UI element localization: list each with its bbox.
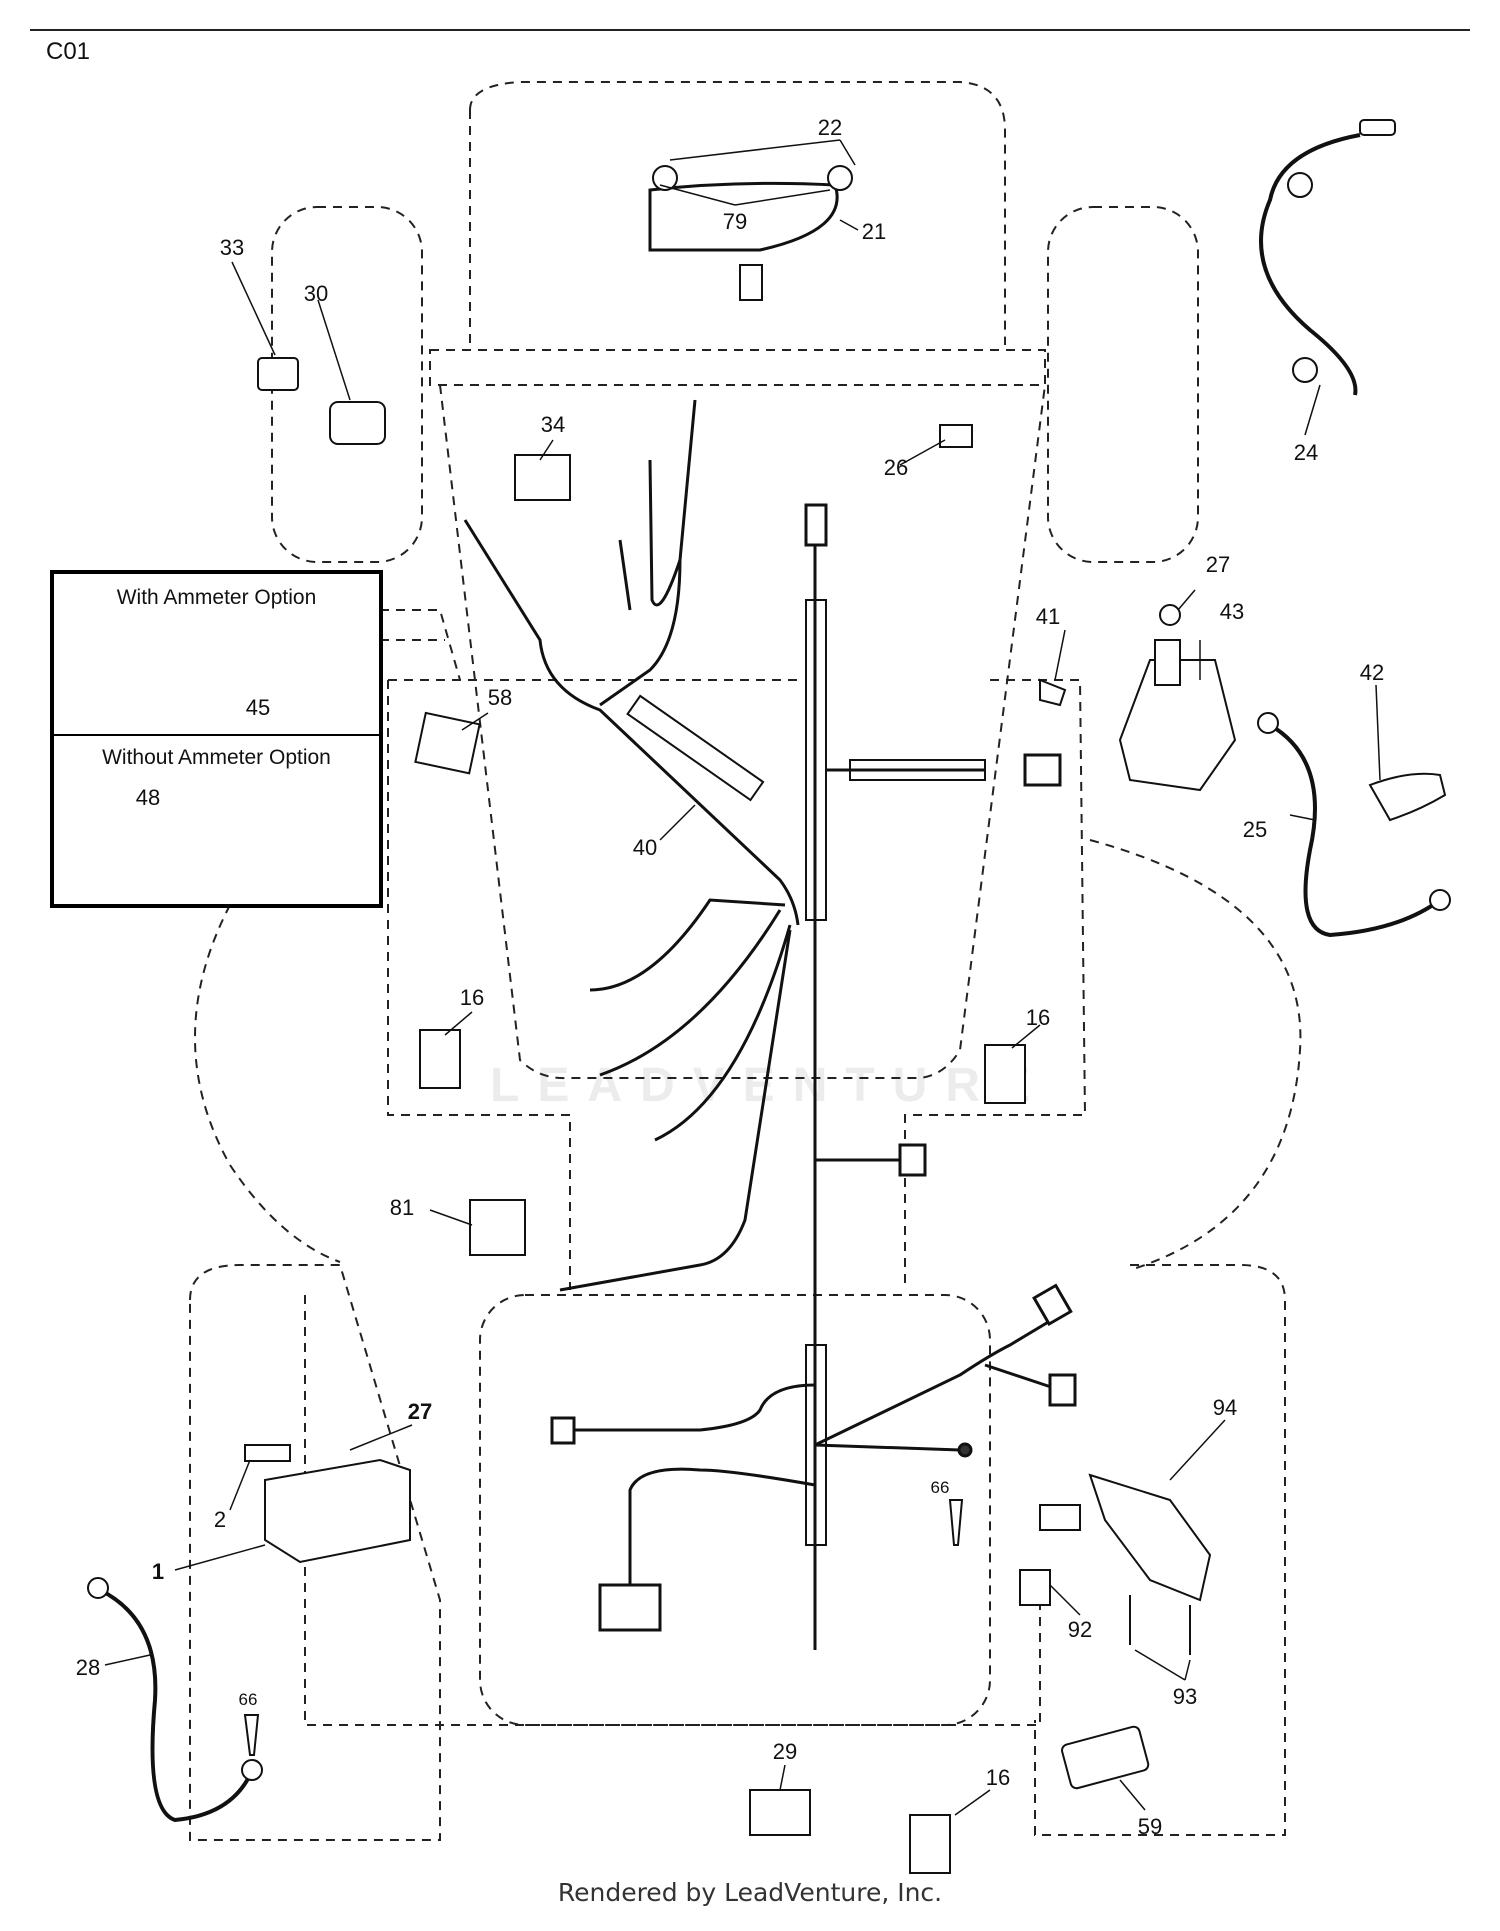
without-ammeter-heading: Without Ammeter Option bbox=[102, 746, 331, 769]
headlight-bulb-right bbox=[827, 165, 853, 191]
render-credit: Rendered by LeadVenture, Inc. bbox=[557, 1878, 943, 1907]
callout-2: 2 bbox=[213, 1507, 227, 1532]
callout-40: 40 bbox=[632, 835, 658, 860]
interlock-switch-left bbox=[419, 1029, 461, 1089]
ignition-switch bbox=[329, 401, 386, 445]
module bbox=[414, 711, 481, 775]
callout-16-left: 16 bbox=[459, 985, 485, 1010]
seat-switch bbox=[1088, 1473, 1212, 1602]
components bbox=[87, 119, 1451, 1874]
connector-right bbox=[1023, 753, 1062, 787]
screw-66-fender bbox=[243, 1714, 260, 1756]
left-front-wheel-outline bbox=[271, 206, 423, 563]
callout-48: 48 bbox=[135, 785, 161, 810]
callout-59: 59 bbox=[1137, 1814, 1163, 1839]
interlock-switch-right bbox=[984, 1044, 1026, 1104]
callout-94: 94 bbox=[1212, 1395, 1238, 1420]
bolt-41 bbox=[1039, 678, 1067, 707]
callout-26: 26 bbox=[883, 455, 909, 480]
leader-lines bbox=[104, 139, 1381, 1816]
pto-switch bbox=[749, 1789, 811, 1836]
callout-1: 1 bbox=[151, 1559, 165, 1584]
callout-79: 79 bbox=[722, 209, 748, 234]
callout-24: 24 bbox=[1293, 440, 1319, 465]
callout-41: 41 bbox=[1035, 604, 1061, 629]
relay bbox=[469, 1199, 526, 1256]
callout-81: 81 bbox=[389, 1195, 415, 1220]
cowl-outline bbox=[439, 384, 1046, 1080]
rocker-switch bbox=[514, 454, 571, 501]
plug-92 bbox=[1019, 1569, 1051, 1606]
callout-66-fender: 66 bbox=[238, 1690, 258, 1709]
left-fender-outline bbox=[194, 904, 341, 1263]
right-front-wheel-outline bbox=[1047, 206, 1199, 563]
callout-28: 28 bbox=[75, 1655, 101, 1680]
connector-92 bbox=[1039, 1504, 1081, 1531]
headlight-bulb-left bbox=[652, 165, 678, 191]
callout-25: 25 bbox=[1242, 817, 1268, 842]
interlock-switch-bottom bbox=[909, 1814, 951, 1874]
frame-outline bbox=[388, 679, 1087, 1290]
ignition-key bbox=[257, 357, 299, 391]
seat-outline bbox=[479, 1294, 991, 1726]
callout-16-right: 16 bbox=[1025, 1005, 1051, 1030]
battery bbox=[264, 1458, 411, 1564]
main-harness bbox=[463, 399, 1077, 1650]
right-rear-wheel-outline bbox=[1034, 1264, 1286, 1836]
with-ammeter-heading: With Ammeter Option bbox=[116, 586, 317, 609]
callout-34: 34 bbox=[540, 412, 566, 437]
callout-16-bottom: 16 bbox=[985, 1765, 1011, 1790]
watermark: LEADVENTURE bbox=[490, 1059, 1049, 1112]
ground-cable bbox=[1259, 133, 1361, 396]
ammeter-option-box: With Ammeter Option Without Ammeter Opti… bbox=[50, 570, 383, 908]
diode-module bbox=[1061, 1725, 1150, 1790]
callout-45: 45 bbox=[245, 695, 271, 720]
callout-30: 30 bbox=[303, 281, 329, 306]
callout-27-top: 27 bbox=[1205, 552, 1231, 577]
callout-93: 93 bbox=[1172, 1684, 1198, 1709]
callout-58: 58 bbox=[487, 685, 513, 710]
rear-deck-outline bbox=[304, 1295, 1041, 1726]
headlight-connector bbox=[739, 264, 763, 301]
callout-42: 42 bbox=[1359, 660, 1385, 685]
fuse bbox=[939, 424, 973, 448]
battery-bolt bbox=[244, 1444, 291, 1462]
callout-33: 33 bbox=[219, 235, 245, 260]
callout-22: 22 bbox=[817, 115, 843, 140]
hood-outline bbox=[469, 81, 1006, 345]
terminal-cover bbox=[1368, 772, 1447, 822]
screw-66-seat bbox=[948, 1499, 964, 1546]
nut bbox=[1159, 604, 1181, 626]
callout-29: 29 bbox=[772, 1739, 798, 1764]
callout-43: 43 bbox=[1219, 599, 1245, 624]
top-rule bbox=[30, 29, 1470, 31]
battery-cable bbox=[99, 1588, 252, 1823]
option-divider bbox=[54, 734, 379, 736]
starter-solenoid bbox=[1118, 659, 1237, 792]
solenoid-terminal bbox=[1154, 639, 1181, 686]
positive-cable bbox=[1268, 723, 1442, 938]
tractor-outline bbox=[189, 81, 1302, 1841]
callout-21: 21 bbox=[861, 219, 887, 244]
left-rear-wheel-outline bbox=[189, 1264, 441, 1841]
page-code: C01 bbox=[46, 38, 91, 65]
callout-66-seat: 66 bbox=[930, 1478, 950, 1497]
right-fender-outline bbox=[1089, 839, 1302, 1271]
callout-27-battery: 27 bbox=[407, 1399, 433, 1424]
cable-terminal bbox=[1359, 119, 1396, 136]
callout-92: 92 bbox=[1067, 1617, 1093, 1642]
dashboard-outline bbox=[429, 349, 1046, 386]
